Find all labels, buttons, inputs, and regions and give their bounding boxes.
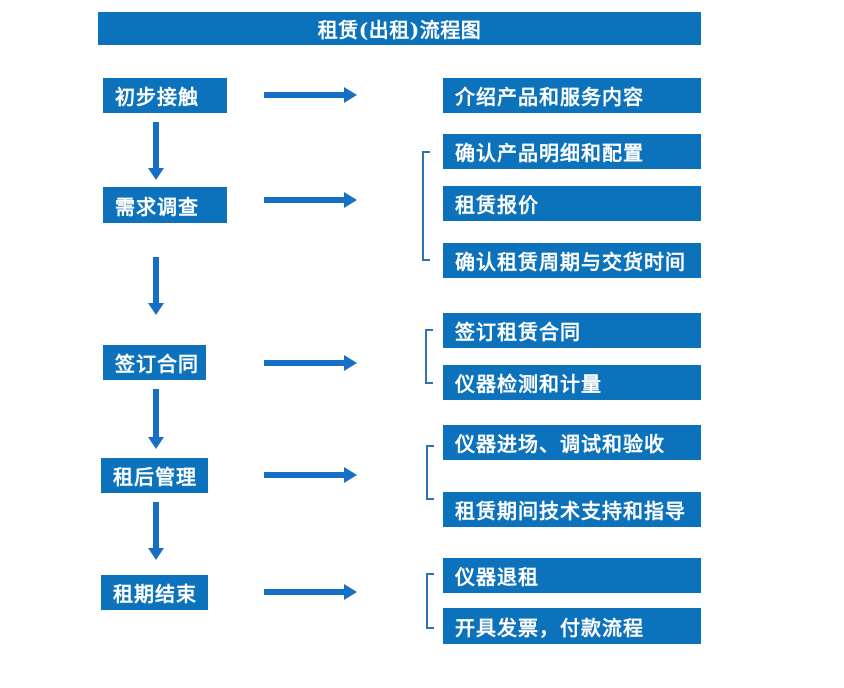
detail-box-confirm-details: 确认产品明细和配置 bbox=[443, 134, 701, 169]
group-bracket-post-rental bbox=[426, 445, 434, 500]
arrow-head-right-icon bbox=[344, 192, 357, 208]
arrow-shaft bbox=[153, 502, 159, 548]
step-box-demand-survey: 需求调查 bbox=[103, 187, 227, 223]
detail-box-rental-quote: 租赁报价 bbox=[443, 186, 701, 221]
arrow-head-down-icon bbox=[148, 303, 164, 315]
detail-box-instrument-setup: 仪器进场、调试和验收 bbox=[443, 425, 701, 460]
arrow-head-right-icon bbox=[344, 355, 357, 371]
arrow-shaft bbox=[264, 197, 344, 203]
arrow-shaft bbox=[153, 389, 159, 437]
arrow-head-down-icon bbox=[148, 548, 164, 560]
step-box-rental-end: 租期结束 bbox=[101, 575, 208, 610]
detail-box-instrument-inspection: 仪器检测和计量 bbox=[443, 365, 701, 400]
arrow-head-right-icon bbox=[344, 584, 357, 600]
arrow-head-right-icon bbox=[344, 467, 357, 483]
group-bracket-sign-contract bbox=[425, 329, 433, 384]
right-arrow-1 bbox=[264, 87, 357, 103]
step-box-initial-contact: 初步接触 bbox=[103, 78, 227, 113]
chart-title: 租赁(出租)流程图 bbox=[98, 12, 701, 45]
arrow-shaft bbox=[153, 257, 159, 303]
arrow-head-down-icon bbox=[148, 437, 164, 449]
step-box-sign-contract: 签订合同 bbox=[103, 345, 206, 380]
detail-box-invoice-payment: 开具发票，付款流程 bbox=[443, 608, 701, 644]
detail-box-tech-support: 租赁期间技术支持和指导 bbox=[443, 492, 701, 527]
group-bracket-rental-end bbox=[426, 573, 434, 629]
down-arrow-3 bbox=[148, 389, 164, 449]
detail-box-instrument-return: 仪器退租 bbox=[443, 558, 701, 593]
detail-box-sign-rental-contract: 签订租赁合同 bbox=[443, 313, 701, 348]
detail-box-introduce-products: 介绍产品和服务内容 bbox=[443, 78, 701, 113]
down-arrow-4 bbox=[148, 502, 164, 560]
right-arrow-2 bbox=[264, 192, 357, 208]
detail-box-confirm-period-delivery: 确认租赁周期与交货时间 bbox=[443, 243, 701, 278]
arrow-shaft bbox=[264, 360, 344, 366]
arrow-shaft bbox=[264, 589, 344, 595]
arrow-shaft bbox=[264, 472, 344, 478]
step-box-post-rental-management: 租后管理 bbox=[101, 458, 208, 493]
right-arrow-3 bbox=[264, 355, 357, 371]
arrow-head-right-icon bbox=[344, 87, 357, 103]
arrow-shaft bbox=[264, 92, 344, 98]
right-arrow-4 bbox=[264, 467, 357, 483]
arrow-shaft bbox=[153, 122, 159, 168]
down-arrow-2 bbox=[148, 257, 164, 315]
right-arrow-5 bbox=[264, 584, 357, 600]
down-arrow-1 bbox=[148, 122, 164, 180]
group-bracket-demand-survey bbox=[422, 151, 430, 261]
arrow-head-down-icon bbox=[148, 168, 164, 180]
